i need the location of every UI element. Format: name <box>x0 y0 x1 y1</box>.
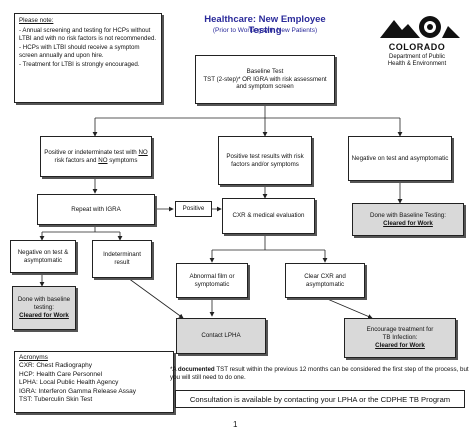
consultation-box: Consultation is available by contacting … <box>175 390 465 408</box>
positive-risk-text: Positive test results with risk factors … <box>226 152 304 168</box>
acronyms-heading: Acronyms <box>19 354 48 361</box>
acronym-item: HCP: Health Care Personnel <box>19 370 103 378</box>
positive-label-box: Positive <box>175 201 212 217</box>
note-item: - Annual screening and testing for HCPs … <box>19 27 157 43</box>
negative-left-box: Negative on test & asymptomatic <box>10 240 76 273</box>
logo-dept-line2: Health & Environment <box>387 61 447 68</box>
contact-lpha-box: Contact LPHA <box>176 318 266 354</box>
acronym-item: LPHA: Local Public Health Agency <box>19 379 119 387</box>
clear-cxr-text: Clear CXR and asymptomatic <box>304 272 346 288</box>
done-baseline-right-box: Done with Baseline Testing: Cleared for … <box>352 203 464 236</box>
note-item: - Treatment for LTBI is strongly encoura… <box>19 61 140 69</box>
note-heading: Please note: <box>19 17 54 24</box>
cleared-right: Cleared for Work <box>383 219 433 227</box>
negative-left-text: Negative on test & asymptomatic <box>17 248 69 264</box>
indeterminate-text: Indeterminant result <box>103 251 141 266</box>
repeat-igra-text: Repeat with IGRA <box>71 205 121 213</box>
acronym-item: CXR: Chest Radiography <box>19 362 92 370</box>
text-part: risk factors and <box>54 156 99 164</box>
acronym-item: TST: Tuberculin Skin Test <box>19 396 93 404</box>
footnote: *A documented TST result within the prev… <box>170 366 470 383</box>
cleared-encourage: Cleared for Work <box>375 341 425 349</box>
colorado-logo: COLORADO Department of Public Health & E… <box>372 12 462 74</box>
cleared-left: Cleared for Work <box>19 311 69 319</box>
acronym-item: IGRA: Interferon Gamma Release Assay <box>19 387 137 395</box>
repeat-igra-box: Repeat with IGRA <box>37 194 155 225</box>
positive-indeterminate-text: Positive or indeterminate test with NO r… <box>43 149 149 165</box>
cxr-eval-text: CXR & medical evaluation <box>232 212 305 220</box>
abnormal-box: Abnormal film or symptomatic <box>176 263 248 298</box>
encourage-treatment-box: Encourage treatment for TB Infection: Cl… <box>344 318 456 358</box>
clear-cxr-box: Clear CXR and asymptomatic <box>285 263 365 298</box>
text-part: NO <box>138 148 148 156</box>
indeterminate-box: Indeterminant result <box>92 240 152 278</box>
contact-lpha-text: Contact LPHA <box>201 332 241 340</box>
done-right-line1: Done with Baseline Testing: <box>370 211 446 219</box>
negative-asym-text: Negative on test and asymptomatic <box>351 154 449 162</box>
text-part: symptoms <box>107 156 138 164</box>
encourage-line2: TB Infection: <box>382 334 418 342</box>
done-left-line1: Done with baseline testing: <box>17 296 71 312</box>
please-note-box: Please note: - Annual screening and test… <box>14 13 162 103</box>
abnormal-text: Abnormal film or symptomatic <box>189 272 235 288</box>
baseline-detail: TST (2-step)* OR IGRA with risk assessme… <box>203 75 327 91</box>
positive-indeterminate-box: Positive or indeterminate test with NO r… <box>40 136 152 177</box>
footnote-bold: documented <box>177 366 215 373</box>
text-part: Positive or indeterminate test with <box>44 148 139 156</box>
footnote-pre: *A <box>170 366 178 373</box>
colorado-logo-icon <box>380 16 460 38</box>
acronyms-box: Acronyms CXR: Chest Radiography HCP: Hea… <box>14 351 174 413</box>
note-list: - Annual screening and testing for HCPs … <box>19 27 157 69</box>
note-item: - HCPs with LTBI should receive a sympto… <box>19 44 140 60</box>
page-title: Healthcare: New Employee Testing <box>204 14 326 36</box>
encourage-line1: Encourage treatment for <box>366 326 434 334</box>
positive-risk-box: Positive test results with risk factors … <box>218 136 312 185</box>
page-subtitle: (Prior to Working with New Patients) <box>212 27 318 34</box>
cxr-evaluation-box: CXR & medical evaluation <box>222 198 315 234</box>
logo-name: COLORADO <box>388 42 446 52</box>
done-baseline-left-box: Done with baseline testing: Cleared for … <box>12 286 76 330</box>
baseline-test-box: Baseline Test TST (2-step)* OR IGRA with… <box>195 55 335 104</box>
text-part: NO <box>98 156 108 164</box>
logo-dept-line1: Department of Public <box>388 54 446 60</box>
logo-dept: Department of Public Health & Environmen… <box>372 54 462 68</box>
footnote-post: TST result within the previous 12 months… <box>170 366 469 382</box>
positive-label-text: Positive <box>182 205 205 213</box>
negative-asymptomatic-box: Negative on test and asymptomatic <box>348 136 452 181</box>
baseline-title: Baseline Test <box>246 67 284 75</box>
page-number: 1 <box>233 420 238 429</box>
